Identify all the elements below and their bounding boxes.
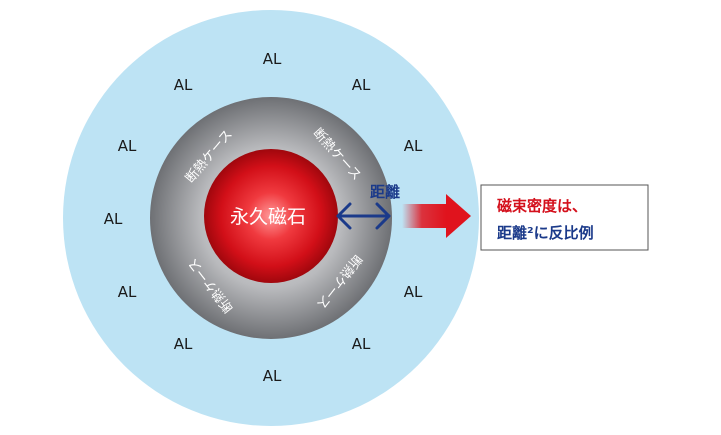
- al-label: AL: [118, 283, 137, 301]
- note-box: [480, 184, 649, 251]
- al-label: AL: [404, 283, 423, 301]
- al-label: AL: [174, 76, 193, 94]
- note-line-1: 磁束密度は、: [497, 197, 587, 215]
- magnet-disk: [204, 149, 338, 283]
- al-label: AL: [174, 335, 193, 353]
- magnet-label: 永久磁石: [230, 206, 306, 228]
- al-label: AL: [104, 210, 123, 228]
- red-arrow: [402, 194, 471, 238]
- al-label: AL: [404, 137, 423, 155]
- al-label: AL: [263, 367, 282, 385]
- distance-label: 距離: [370, 183, 400, 201]
- al-label: AL: [352, 76, 371, 94]
- al-label: AL: [118, 137, 137, 155]
- al-label: AL: [352, 335, 371, 353]
- note-line-2: 距離²に反比例: [497, 224, 594, 242]
- al-label: AL: [263, 50, 282, 68]
- distance-arrow: [336, 202, 391, 230]
